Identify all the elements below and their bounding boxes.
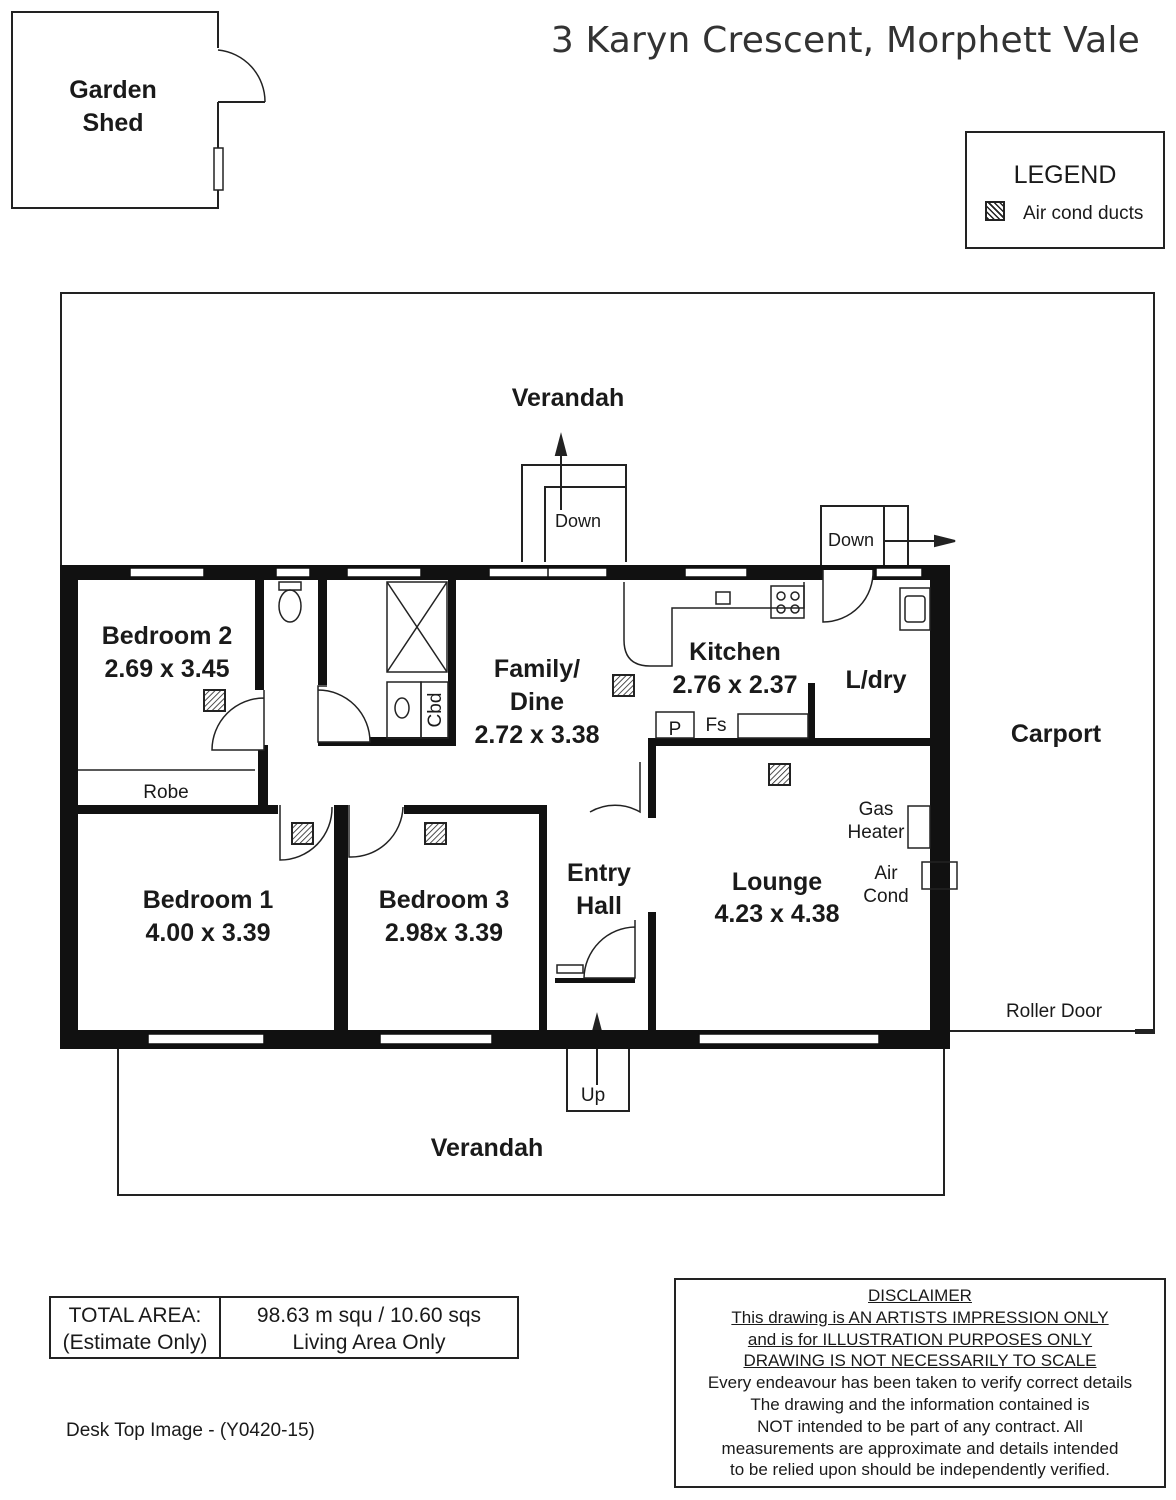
fridge-space-label: Fs [705,715,726,736]
total-area-value-line1: 98.63 m squ / 10.60 sqs [256,1304,482,1327]
family-name-line2: Dine [510,688,564,716]
air-cond-ducts [203,674,791,845]
air-duct-icon [203,689,226,712]
disclaimer-line: NOT intended to be part of any contract.… [757,1416,1083,1436]
interior-walls [78,580,930,1030]
bedroom2-size: 2.69 x 3.45 [104,655,229,683]
entry-name-line1: Entry [567,859,631,887]
rear-steps-down-label: Down [555,511,601,531]
total-area-value: 98.63 m squ / 10.60 sqs Living Area Only [221,1298,517,1357]
air-duct-icon [612,674,635,697]
front-steps-up-label: Up [581,1085,605,1106]
disclaimer-box: DISCLAIMER This drawing is AN ARTISTS IM… [674,1278,1166,1488]
disclaimer-heading: DISCLAIMER [868,1286,972,1305]
floor-plan: Garden Shed [11,11,1155,1196]
verandah-top-label: Verandah [512,384,625,412]
entry-name-line2: Hall [576,892,622,920]
doors [211,569,874,979]
laundry-steps [820,505,956,566]
bedroom1-name: Bedroom 1 [143,886,274,914]
laundry-name: L/dry [845,666,906,694]
lounge-name: Lounge [732,868,822,896]
total-area-label: TOTAL AREA: (Estimate Only) [51,1298,221,1357]
legend: LEGEND Air cond ducts [965,131,1165,249]
footer-note: Desk Top Image - (Y0420-15) [66,1420,315,1441]
kitchen-size: 2.76 x 2.37 [672,671,797,699]
air-duct-swatch-icon [985,201,1005,221]
bedroom2-name: Bedroom 2 [102,622,233,650]
total-area-value-line2: Living Area Only [292,1331,446,1354]
gas-heater-label-line2: Heater [847,822,905,843]
carport-label: Carport [1011,720,1102,748]
disclaimer-line: The drawing and the information containe… [750,1394,1090,1414]
verandah-outline-top [60,292,1155,1034]
roller-door-label: Roller Door [1006,1001,1103,1022]
disclaimer-line: and is for ILLUSTRATION PURPOSES ONLY [747,1329,1093,1349]
disclaimer-line: DRAWING IS NOT NECESSARILY TO SCALE [743,1351,1097,1371]
verandah-outline-bottom [117,1046,945,1196]
lounge-size: 4.23 x 4.38 [714,900,839,928]
family-size: 2.72 x 3.38 [474,721,599,749]
page-title: 3 Karyn Crescent, Morphett Vale [550,20,1140,61]
air-duct-icon [291,822,314,845]
total-area-box: TOTAL AREA: (Estimate Only) 98.63 m squ … [49,1296,519,1359]
disclaimer-line: measurements are approximate and details… [721,1438,1119,1458]
air-duct-icon [424,822,447,845]
disclaimer-line: This drawing is AN ARTISTS IMPRESSION ON… [731,1307,1109,1327]
laundry-steps-down-label: Down [828,530,874,550]
total-area-label-line2: (Estimate Only) [62,1331,208,1354]
bedroom3-name: Bedroom 3 [379,886,510,914]
bedroom1-size: 4.00 x 3.39 [145,919,270,947]
shed-label-line2: Shed [82,109,143,137]
disclaimer-line: to be relied upon should be independentl… [730,1460,1110,1480]
family-name-line1: Family/ [494,655,580,683]
kitchen-name: Kitchen [689,638,781,666]
total-area-label-line1: TOTAL AREA: [68,1304,202,1327]
robe-label: Robe [143,782,188,803]
shed-label-line1: Garden [69,76,157,104]
air-cond-label-line2: Cond [863,886,908,907]
gas-heater-label-line1: Gas [859,799,894,820]
air-cond-label-line1: Air [874,863,898,884]
verandah-bottom-label: Verandah [431,1134,544,1162]
pantry-label: P [669,719,682,740]
legend-item: Air cond ducts [1023,203,1144,224]
bedroom3-size: 2.98x 3.39 [385,919,503,947]
garden-shed [11,11,266,209]
air-duct-icon [768,763,791,786]
rear-steps [521,432,627,562]
roller-door [948,1029,1154,1034]
cbd-label: Cbd [425,693,446,728]
legend-heading: LEGEND [1013,161,1117,189]
disclaimer-line: Every endeavour has been taken to verify… [707,1373,1133,1393]
fixtures [78,581,958,890]
